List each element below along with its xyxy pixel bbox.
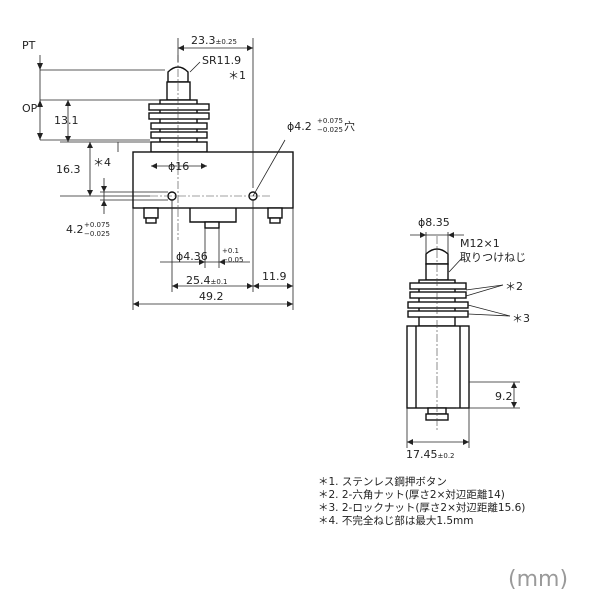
label-9-2: 9.2 (495, 390, 513, 403)
label-phi436: ϕ4.36 (176, 250, 208, 263)
label-hole-tol-dn: −0.025 (317, 126, 343, 134)
lock-nut-2 (150, 131, 208, 139)
op-arrow-bottom (37, 133, 43, 140)
label-25-4: 25.4±0.1 (186, 274, 228, 287)
dim-phi436-arrows (199, 259, 225, 265)
label-phi436-up: +0.1 (222, 247, 239, 255)
label-23-3: 23.3±0.25 (191, 34, 237, 47)
star2-leader-b (465, 284, 504, 297)
side-lock-nut-1 (407, 301, 469, 309)
unit-label: (mm) (508, 567, 568, 592)
hole-leader (252, 139, 286, 197)
label-mount-screw: 取りつけねじ (460, 251, 526, 264)
hex-nut-2 (148, 112, 210, 120)
label-star3: ＊3 (512, 312, 530, 325)
label-49-2: 49.2 (199, 290, 224, 303)
label-hole-phi: ϕ4.2 (287, 120, 312, 133)
terminal-center (204, 221, 220, 229)
star2-leader-a (465, 284, 504, 291)
label-11-9: 11.9 (262, 270, 287, 283)
label-phi436-dn: −0.05 (222, 256, 243, 264)
note-1: ＊1. ステンレス鋼押ボタン (318, 475, 447, 488)
sr-leader (189, 61, 201, 73)
notes: ＊1. ステンレス鋼押ボタン ＊2. 2-六角ナット(厚さ2×対辺距離14) ＊… (318, 475, 525, 527)
label-sr: SR11.9 (202, 54, 241, 67)
dim-92-arrows (511, 382, 517, 408)
label-hole-suffix: 穴 (344, 119, 355, 133)
pt-arrow (37, 63, 43, 70)
label-4-2-dn: −0.025 (84, 230, 110, 238)
switch-body (132, 151, 294, 209)
side-lock-nut-2 (407, 310, 469, 318)
dim-16-3-arrows (87, 142, 93, 196)
label-4-2-up: +0.075 (84, 221, 110, 229)
terminal-right (267, 207, 283, 219)
terminal-left (143, 207, 159, 219)
terminal-right-tip (269, 217, 281, 224)
plunger-rod (166, 81, 191, 101)
bottom-step (189, 208, 237, 223)
star3-leader-a (467, 304, 511, 317)
note-3: ＊3. 2-ロックナット(厚さ2×対辺距離15.6) (318, 501, 525, 514)
dim-4-2-arrows (101, 186, 107, 206)
note-4: ＊4. 不完全ねじ部は最大1.5mm (318, 514, 474, 527)
dim-phi16-arrows (151, 163, 207, 169)
label-star4: ＊4 (93, 156, 111, 169)
label-star2: ＊2 (505, 280, 523, 293)
label-phi16: ϕ16 (168, 160, 189, 173)
hex-nut-1 (148, 103, 210, 111)
op-arrow-top (37, 100, 43, 107)
star3-leader-b (467, 313, 511, 317)
side-hex-nut-1 (409, 282, 467, 290)
label-13-1: 13.1 (54, 114, 79, 127)
label-phi835: ϕ8.35 (418, 216, 450, 229)
m12-leader (448, 257, 463, 273)
label-17-45: 17.45±0.2 (406, 448, 455, 461)
note-2: ＊2. 2-六角ナット(厚さ2×対辺距離14) (318, 488, 505, 501)
side-hex-nut-2 (409, 291, 467, 299)
label-16-3: 16.3 (56, 163, 81, 176)
lock-nut-1 (150, 122, 208, 130)
side-view: ϕ8.35 M12×1 取りつけねじ ＊2 ＊3 9.2 17.45±0.2 (406, 216, 530, 461)
label-4-2: 4.2 (66, 223, 84, 236)
label-m12: M12×1 (460, 237, 500, 250)
front-view: PT OP 23.3±0.25 SR11.9 ＊1 13.1 16.3 ＊4 ϕ… (22, 34, 355, 310)
label-op: OP (22, 102, 38, 115)
label-hole-tol-up: +0.075 (317, 117, 343, 125)
terminal-left-tip (145, 217, 157, 224)
label-star1: ＊1 (228, 69, 246, 82)
label-pt: PT (22, 39, 36, 52)
mounting-base (150, 141, 208, 153)
